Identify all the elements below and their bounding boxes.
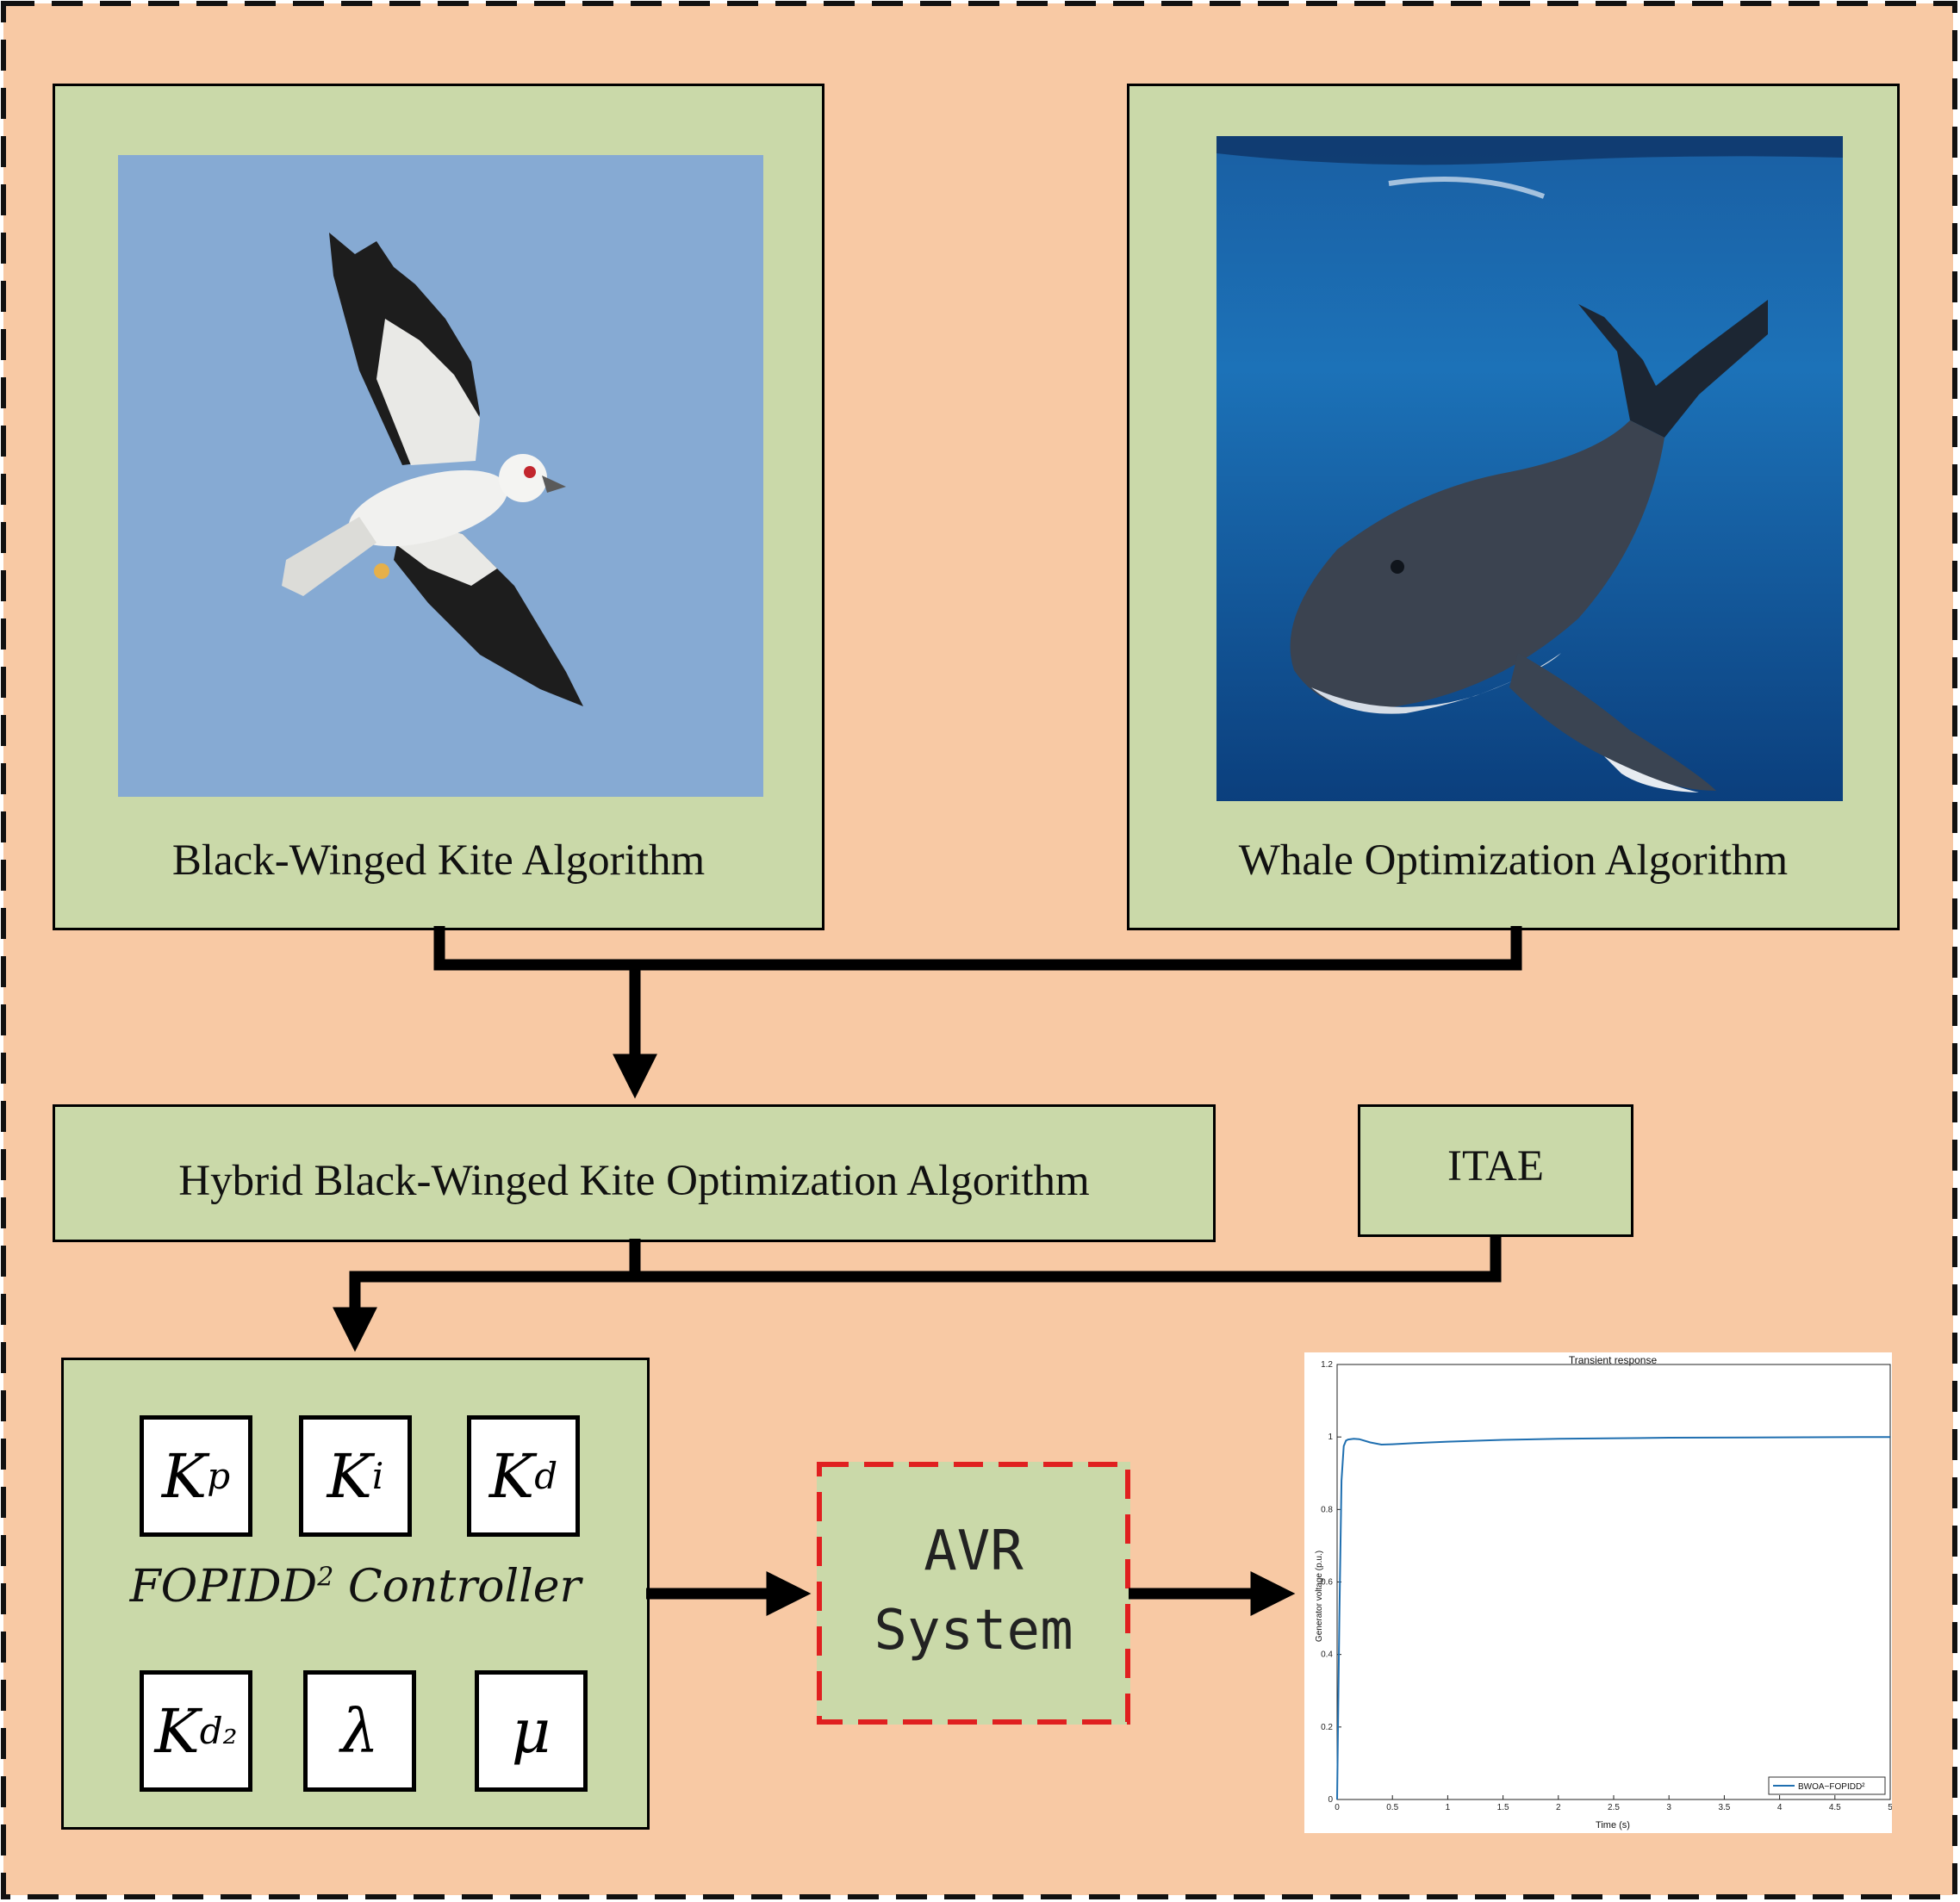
- param-ki-sub: i: [371, 1455, 384, 1497]
- chart-svg: Transient response Time (s) Generator vo…: [1315, 1354, 1893, 1831]
- y-tick-label: 0.4: [1321, 1650, 1333, 1660]
- legend-label: BWOA−FOPIDD²: [1798, 1782, 1865, 1792]
- avr-line1: AVR: [924, 1520, 1024, 1583]
- avr-system-box: AVR System: [817, 1462, 1130, 1725]
- itae-connector: [333, 1234, 1502, 1352]
- param-kp-main: K: [161, 1440, 208, 1512]
- y-tick-label: 0: [1328, 1795, 1333, 1805]
- x-tick-label: 4: [1777, 1803, 1783, 1812]
- x-tick-label: 3.5: [1718, 1803, 1730, 1812]
- itae-label: ITAE: [1447, 1142, 1545, 1190]
- param-kd-main: K: [488, 1440, 535, 1512]
- legend-box: [1768, 1776, 1886, 1795]
- y-tick-label: 1.2: [1321, 1360, 1333, 1370]
- param-mu-main: μ: [511, 1695, 551, 1767]
- param-kd2-sub: d₂: [199, 1710, 238, 1752]
- transient-response-chart: Transient response Time (s) Generator vo…: [1304, 1352, 1893, 1833]
- kite-connector: [433, 926, 1522, 971]
- hybrid-label: Hybrid Black-Winged Kite Optimization Al…: [178, 1157, 1090, 1205]
- x-tick-label: 3: [1666, 1803, 1671, 1812]
- x-tick-label: 2: [1556, 1803, 1561, 1812]
- param-lambda-main: λ: [340, 1695, 379, 1767]
- x-tick-label: 0: [1335, 1803, 1340, 1812]
- kite-photo: [118, 155, 763, 797]
- x-tick-label: 0.5: [1386, 1803, 1398, 1812]
- series-line: [1336, 1436, 1891, 1800]
- kite-caption: Black-Winged Kite Algorithm: [171, 836, 706, 885]
- x-tick-label: 4.5: [1829, 1803, 1841, 1812]
- controller-label: FOPIDD2 Controller: [64, 1561, 647, 1613]
- param-kd-sub: d: [534, 1455, 558, 1497]
- y-tick-label: 1: [1328, 1433, 1333, 1442]
- chart-plot-layer: 0 0.5 1 1.5 2 2.5 3 3.5 4 4.5 5 0 0.2 0.4 0.6 0.8 1 1.2BW…: [1321, 1360, 1893, 1812]
- y-tick-label: 0.8: [1321, 1505, 1333, 1514]
- param-mu: μ: [475, 1670, 588, 1792]
- param-kd2-main: K: [154, 1695, 200, 1767]
- chart-title: Transient response: [1569, 1354, 1658, 1366]
- controller-label-sup: 2: [317, 1562, 334, 1593]
- x-tick-label: 2.5: [1608, 1803, 1620, 1812]
- param-kp-sub: p: [207, 1455, 231, 1497]
- controller-label-suffix: Controller: [333, 1561, 582, 1613]
- y-tick-label: 0.6: [1321, 1578, 1333, 1588]
- x-tick-label: 1.5: [1497, 1803, 1509, 1812]
- whale-photo: [1216, 136, 1843, 801]
- avr-dashed-border: [817, 1462, 1130, 1725]
- avr-line2: System: [874, 1599, 1073, 1663]
- param-lambda: λ: [303, 1670, 416, 1792]
- hybrid-algorithm-box: Hybrid Black-Winged Kite Optimization Al…: [53, 1104, 1216, 1242]
- controller-label-main: FOPIDD: [129, 1561, 318, 1613]
- x-tick-label: 5: [1888, 1803, 1892, 1812]
- plot-area-frame: [1336, 1364, 1891, 1800]
- chart-ylabel: Generator voltage (p.u.): [1315, 1551, 1324, 1642]
- x-tick-label: 1: [1446, 1803, 1451, 1812]
- y-tick-label: 0.2: [1321, 1723, 1333, 1732]
- param-ki-main: K: [327, 1440, 372, 1512]
- whale-caption: Whale Optimization Algorithm: [1238, 836, 1789, 885]
- chart-xlabel: Time (s): [1596, 1820, 1630, 1831]
- kite-algorithm-box: Black-Winged Kite Algorithm: [53, 84, 824, 930]
- whale-algorithm-box: Whale Optimization Algorithm: [1127, 84, 1900, 930]
